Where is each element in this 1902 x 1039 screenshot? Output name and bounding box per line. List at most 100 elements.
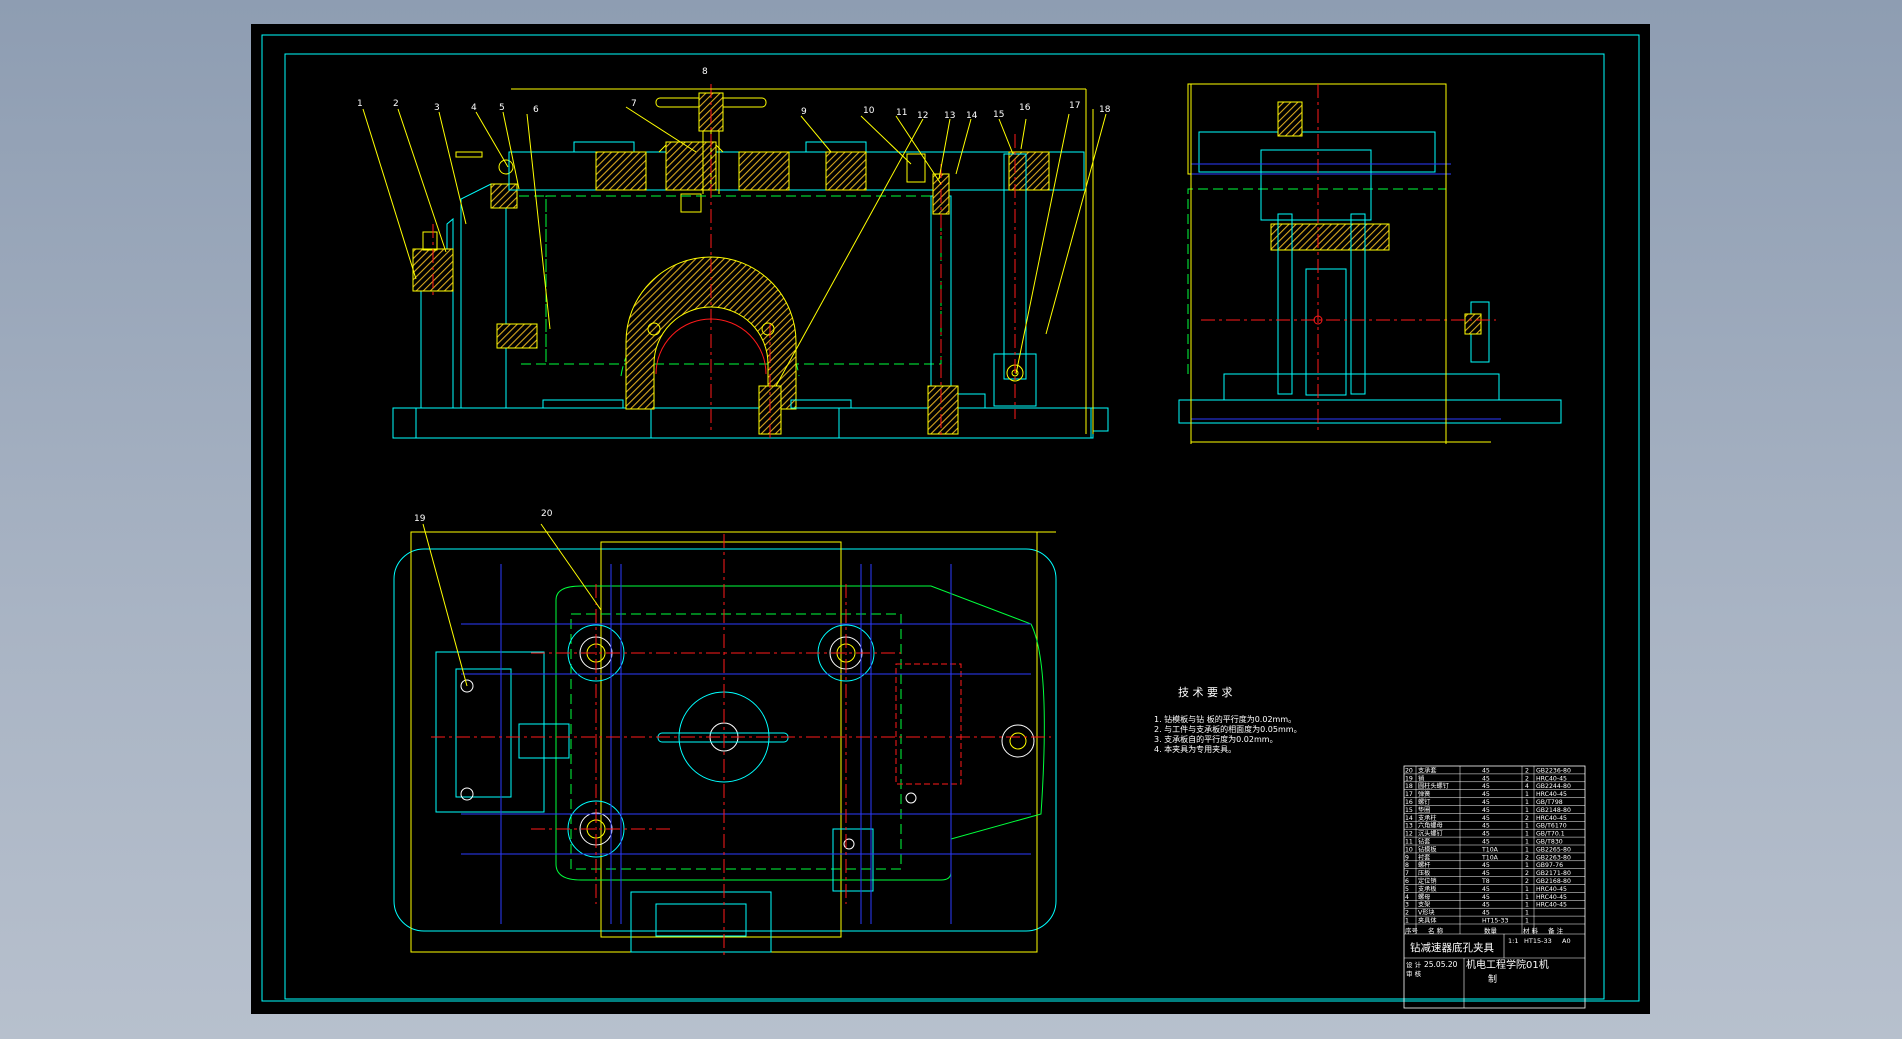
tech-note-1: 1. 钻模板与钻 板的平行度为0.02mm。 [1154,714,1296,724]
bom-cell: 2 [1525,878,1529,885]
bom-cell: GB/T70.1 [1536,831,1565,838]
tech-title: 技 术 要 求 [1178,686,1233,699]
class-label: 制 [1488,973,1497,985]
outer-frame [261,34,1640,1002]
front-view [362,84,1109,439]
bom-cell: 17 [1405,791,1413,798]
bom-cell: 支承套 [1418,766,1437,774]
balloon-18: 18 [1099,105,1111,115]
balloon-16: 16 [1019,103,1031,113]
bom-cell: 圆柱头螺钉 [1418,782,1449,790]
balloon-12: 12 [917,111,928,121]
bom-cell: 45 [1482,862,1490,869]
bom-cell: 20 [1405,767,1413,774]
scale-label: 1:1 [1508,937,1518,945]
bom-cell: GB2263-80 [1536,854,1571,861]
bom-cell: GB/T798 [1536,799,1563,806]
bom-cell: 衬套 [1418,853,1430,861]
bom-cell: GB2265-80 [1536,846,1571,853]
bom-cell: 1 [1525,886,1529,893]
bom-cell: 6 [1405,878,1409,885]
technical-requirements: 技 术 要 求 1. 钻模板与钻 板的平行度为0.02mm。 2. 与工件与支承… [1154,686,1302,754]
bom-cell: HRC40-45 [1536,775,1567,782]
bom-cell: HRC40-45 [1536,791,1567,798]
bom-frame [1403,765,1586,1009]
balloon-10: 10 [863,106,875,116]
bom-header-cell: 备 注 [1548,926,1564,935]
bom-header-cell: 材 料 [1523,926,1539,935]
bom-cell: 45 [1482,783,1490,790]
bom-cell: GB97-76 [1536,862,1563,869]
top-view [393,523,1057,959]
drawing-title: 钻减速器底孔夹具 [1410,941,1494,954]
sheet-size-label: A0 [1562,937,1571,945]
bom-cell: 定位销 [1418,877,1437,885]
bom-cell: 4 [1405,894,1409,901]
bom-cell: 2 [1525,854,1529,861]
bom-cell: 13 [1405,823,1413,830]
tech-note-3: 3. 支承板自的平行度为0.02mm。 [1154,734,1278,744]
bom-cell: 19 [1405,775,1413,782]
bom-cell: HRC40-45 [1536,894,1567,901]
bom-cell: 45 [1482,886,1490,893]
assembly-drawing: 1 2 3 4 5 6 7 8 9 10 11 12 13 14 15 16 1… [261,34,1640,1009]
bom-cell: T8 [1481,878,1490,885]
bom-cell: 3 [1405,902,1409,909]
bom-cell: V形块 [1418,909,1435,917]
bom-cell: 螺杆 [1418,861,1430,869]
drawing-sheet: 1 2 3 4 5 6 7 8 9 10 11 12 13 14 15 16 1… [251,24,1650,1014]
bom-cell: GB/T830 [1536,839,1563,846]
bom-cell: 沉头螺钉 [1418,830,1443,838]
inner-frame [284,53,1605,1000]
bom-cell: 14 [1405,815,1413,822]
bom-cell: 2 [1405,910,1409,917]
bom-cell: 4 [1525,783,1529,790]
bom-cell: 45 [1482,791,1490,798]
bom-cell: 11 [1405,839,1413,846]
bom-cell: 1 [1525,918,1529,925]
bom-cell: 螺母 [1418,893,1430,901]
bom-cell: 垫圈 [1418,806,1430,814]
bom-cell: 18 [1405,783,1413,790]
bom-cell: 45 [1482,767,1490,774]
bom-cell: T10A [1481,854,1499,861]
balloon-9: 9 [801,107,807,117]
bom-cell: 45 [1482,815,1490,822]
balloon-20: 20 [541,509,553,519]
bom-cell: 2 [1525,815,1529,822]
bom-cell: 六角螺母 [1418,822,1443,830]
bom-cell: 45 [1482,807,1490,814]
bom-cell: 钻模板 [1418,845,1437,853]
checker-label: 审 核 [1406,969,1422,978]
bom-cell: HRC40-45 [1536,886,1567,893]
bom-cell: 螺钉 [1418,798,1430,806]
bom-cell: 1 [1525,839,1529,846]
bom-cell: 1 [1525,807,1529,814]
bom-cell: T10A [1481,846,1499,853]
bom-cell: 45 [1482,831,1490,838]
school-label: 机电工程学院01机 [1466,958,1549,971]
date-label: 25.05.20 [1424,960,1458,969]
bom-cell: 1 [1405,918,1409,925]
bom-cell: 2 [1525,870,1529,877]
balloon-labels: 1 2 3 4 5 6 7 8 9 10 11 12 13 14 15 16 1… [357,67,1111,524]
bom-cell: 16 [1405,799,1413,806]
bom-cell: HRC40-45 [1536,815,1567,822]
balloon-2: 2 [393,99,399,109]
material-label: HT15-33 [1524,937,1552,945]
tech-note-2: 2. 与工件与支承板的相面度为0.05mm。 [1154,724,1302,734]
bom-header-cell: 名 称 [1428,926,1444,935]
bom-cell: 45 [1482,910,1490,917]
balloon-4: 4 [471,103,477,113]
bom-cell: GB2244-80 [1536,783,1571,790]
balloon-11: 11 [896,108,907,118]
bom-cell: 2 [1525,775,1529,782]
bom-cell: 45 [1482,823,1490,830]
bom-cell: 钻套 [1418,838,1430,846]
balloon-8: 8 [702,67,708,77]
balloon-1: 1 [357,99,363,109]
bom-cell: 12 [1405,831,1413,838]
bom-cell: 45 [1482,894,1490,901]
